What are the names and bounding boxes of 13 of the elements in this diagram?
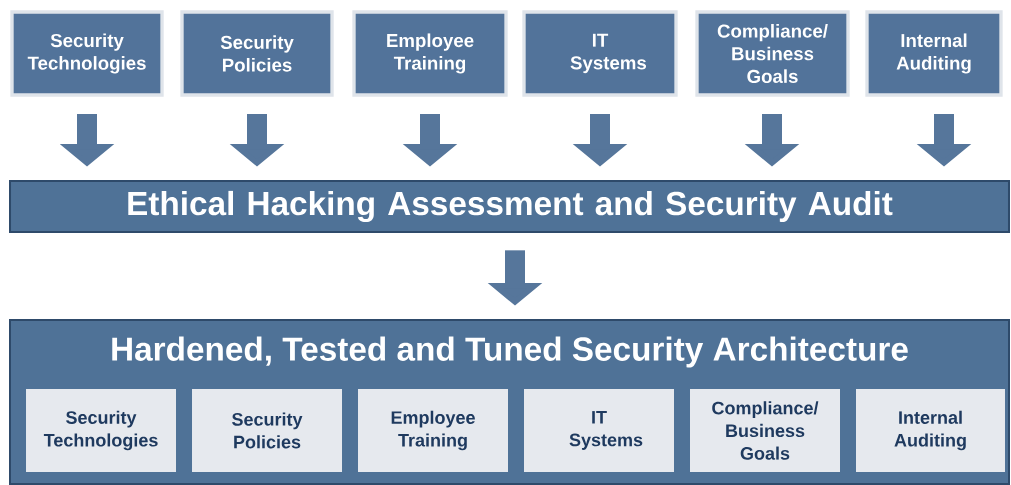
category-box: Internal Auditing (856, 389, 1005, 472)
category-box: Internal Auditing (865, 10, 1003, 97)
category-box: Compliance/ Business Goals (695, 10, 850, 97)
category-box: IT Systems (522, 10, 678, 97)
category-box: IT Systems (524, 389, 674, 472)
category-box: Security Technologies (10, 10, 164, 97)
category-box: Security Technologies (26, 389, 176, 472)
category-box: Employee Training (352, 10, 508, 97)
category-box: Security Policies (192, 389, 342, 472)
category-box: Compliance/ Business Goals (690, 389, 840, 472)
category-box: Employee Training (358, 389, 508, 472)
process-band: Ethical Hacking Assessment and Security Audit (9, 180, 1010, 233)
category-box: Security Policies (180, 10, 334, 97)
